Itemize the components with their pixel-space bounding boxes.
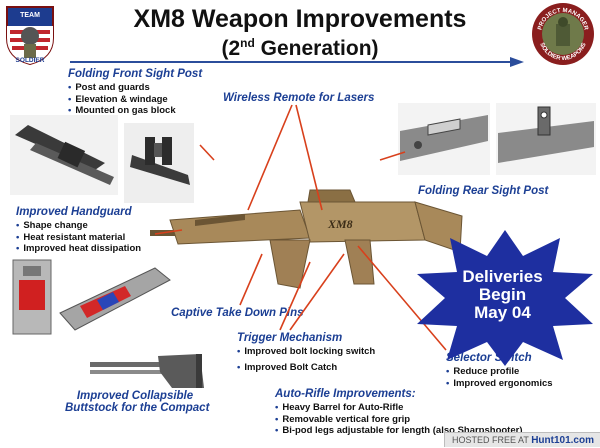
captive-pins-label: Captive Take Down Pins bbox=[171, 307, 304, 319]
buttstock-label: Improved Collapsible Buttstock for the C… bbox=[65, 390, 210, 414]
handguard-detail-images bbox=[12, 259, 171, 335]
auto-rifle-bullets: Heavy Barrel for Auto-Rifle Removable ve… bbox=[275, 402, 523, 437]
buttstock-label-line1: Improved Collapsible bbox=[76, 390, 194, 402]
rifle-grip bbox=[344, 239, 375, 285]
list-item: Improved heat dissipation bbox=[16, 243, 141, 255]
rear-sight-label: Folding Rear Sight Post bbox=[418, 185, 549, 197]
trigger-mechanism-label: Trigger Mechanism bbox=[237, 332, 343, 344]
list-item: Heavy Barrel for Auto-Rifle bbox=[275, 402, 523, 414]
header-divider bbox=[70, 61, 520, 63]
rear-sight-closeup-right bbox=[496, 103, 596, 175]
front-sight-arrow bbox=[199, 144, 215, 161]
wireless-remote-arrow-2 bbox=[295, 104, 323, 211]
handguard-part-right bbox=[59, 267, 171, 331]
captive-pins-arrow bbox=[239, 253, 263, 306]
buttstock-label-line2: Buttstock for the Compact bbox=[65, 402, 210, 414]
rifle-mark-text: XM8 bbox=[327, 217, 353, 231]
rear-sight-arrow bbox=[379, 151, 406, 161]
wireless-remote-arrow-1 bbox=[247, 104, 293, 211]
list-item: Reduce profile bbox=[446, 366, 553, 378]
list-item: Removable vertical fore grip bbox=[275, 414, 523, 426]
trigger-arrow-2 bbox=[289, 253, 345, 331]
buttstock-image bbox=[90, 354, 204, 388]
deliveries-line3: May 04 bbox=[474, 303, 531, 322]
pm-soldier-weapons-logo: PROJECT MANAGER SOLDIER WEAPONS bbox=[532, 3, 594, 65]
handguard-label: Improved Handguard bbox=[16, 206, 132, 218]
handguard-bullets: Shape change Heat resistant material Imp… bbox=[16, 220, 141, 255]
team-soldier-logo: TEAM SOLDIER bbox=[6, 6, 54, 66]
auto-rifle-label: Auto-Rifle Improvements: bbox=[275, 388, 416, 400]
front-sight-closeup-right bbox=[124, 123, 194, 203]
trigger-arrow-1 bbox=[279, 261, 311, 331]
wireless-remote-label: Wireless Remote for Lasers bbox=[223, 92, 375, 104]
list-item: Shape change bbox=[16, 220, 141, 232]
list-item: Improved bolt locking switch bbox=[237, 346, 375, 358]
rear-sight-detail-images bbox=[398, 103, 596, 175]
list-item: Elevation & windage bbox=[68, 94, 176, 106]
list-item: Heat resistant material bbox=[16, 232, 141, 244]
list-item: Improved Bolt Catch bbox=[237, 362, 375, 374]
hosted-footer[interactable]: HOSTED FREE AT Hunt101.com bbox=[444, 432, 600, 447]
footer-site-link[interactable]: Hunt101.com bbox=[531, 435, 594, 446]
front-sight-label: Folding Front Sight Post bbox=[68, 68, 203, 80]
page-subtitle: (2nd Generation) bbox=[221, 36, 379, 60]
handguard-arrow bbox=[154, 229, 183, 235]
logo-soldier-text: SOLDIER bbox=[16, 57, 45, 64]
front-sight-bullets: Post and guards Elevation & windage Moun… bbox=[68, 82, 176, 117]
list-item: Post and guards bbox=[68, 82, 176, 94]
list-item: Improved ergonomics bbox=[446, 378, 552, 390]
list-item: Bi-pod legs adjustable for length (also … bbox=[275, 425, 522, 437]
xm8-rifle-image: XM8 bbox=[150, 189, 463, 289]
list-item: Mounted on gas block bbox=[68, 105, 175, 117]
deliveries-text: Deliveries Begin May 04 bbox=[440, 268, 565, 322]
rifle-magazine bbox=[269, 239, 311, 289]
rear-sight-closeup-left bbox=[398, 103, 490, 175]
logo-team-text: TEAM bbox=[20, 12, 40, 19]
divider-arrow-icon bbox=[510, 57, 524, 67]
front-sight-closeup-left bbox=[10, 115, 118, 195]
front-sight-detail-images bbox=[10, 115, 194, 203]
deliveries-line1: Deliveries bbox=[462, 267, 543, 286]
selector-bullets: Reduce profile Improved ergonomics bbox=[446, 366, 553, 390]
page-title: XM8 Weapon Improvements bbox=[133, 5, 467, 33]
selector-arrow bbox=[357, 245, 447, 351]
handguard-part-left bbox=[12, 259, 52, 335]
deliveries-line2: Begin bbox=[478, 285, 527, 304]
trigger-bullets: Improved bolt locking switch Improved Bo… bbox=[237, 346, 375, 373]
deliveries-starburst bbox=[417, 230, 593, 366]
